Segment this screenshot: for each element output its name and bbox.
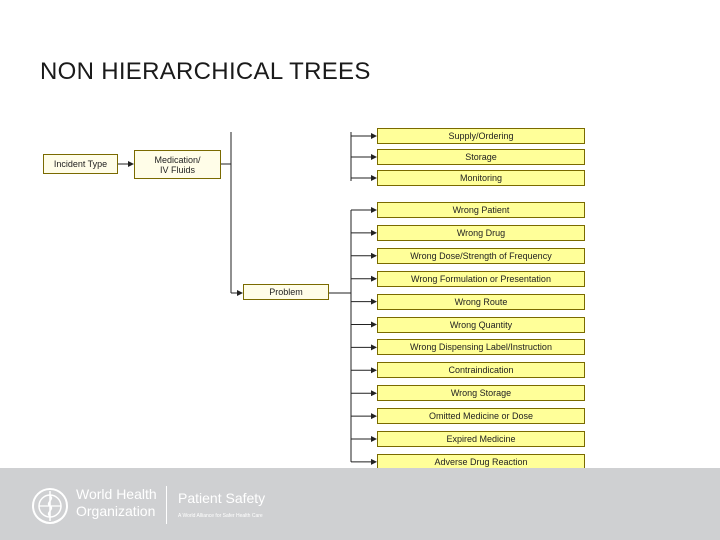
problem-item-box: Wrong Quantity — [377, 316, 585, 333]
who-organization-name: World Health Organization — [76, 486, 157, 520]
patient-safety-title: Patient Safety — [178, 490, 266, 506]
slide-title: NON HIERARCHICAL TREES — [40, 58, 371, 85]
problem-item-box: Contraindication — [377, 362, 585, 379]
problem-item-box: Wrong Dose/Strength of Frequency — [377, 247, 585, 264]
footer-content: World Health Organization Patient Safety… — [0, 482, 720, 528]
problem-item-box: Wrong Drug — [377, 224, 585, 241]
patient-safety-tagline: A World Alliance for Safer Health Care — [178, 513, 263, 519]
tree-connectors — [118, 132, 377, 465]
problem-item-box: Wrong Formulation or Presentation — [377, 270, 585, 287]
who-emblem-icon — [32, 488, 68, 524]
root-node-incident-type: Incident Type — [43, 154, 118, 174]
problem-item-box: Wrong Storage — [377, 385, 585, 402]
problem-item-box: Wrong Patient — [377, 202, 585, 218]
footer-bar: World Health Organization Patient Safety… — [0, 468, 720, 540]
org-line-1: World Health — [76, 486, 157, 502]
node-problem: Problem — [243, 284, 329, 300]
problem-item-box: Expired Medicine — [377, 431, 585, 447]
top-branch-box: Supply/Ordering — [377, 128, 585, 144]
problem-item-box: Omitted Medicine or Dose — [377, 408, 585, 425]
top-branch-box: Storage — [377, 149, 585, 165]
org-line-2: Organization — [76, 503, 156, 519]
problem-item-box: Wrong Dispensing Label/Instruction — [377, 339, 585, 356]
problem-item-box: Wrong Route — [377, 293, 585, 310]
node-medication-iv-fluids: Medication/ IV Fluids — [134, 150, 221, 179]
footer-divider — [166, 486, 167, 524]
tree-diagram: Incident Type Medication/ IV Fluids Prob… — [30, 118, 656, 482]
top-branch-box: Monitoring — [377, 170, 585, 186]
